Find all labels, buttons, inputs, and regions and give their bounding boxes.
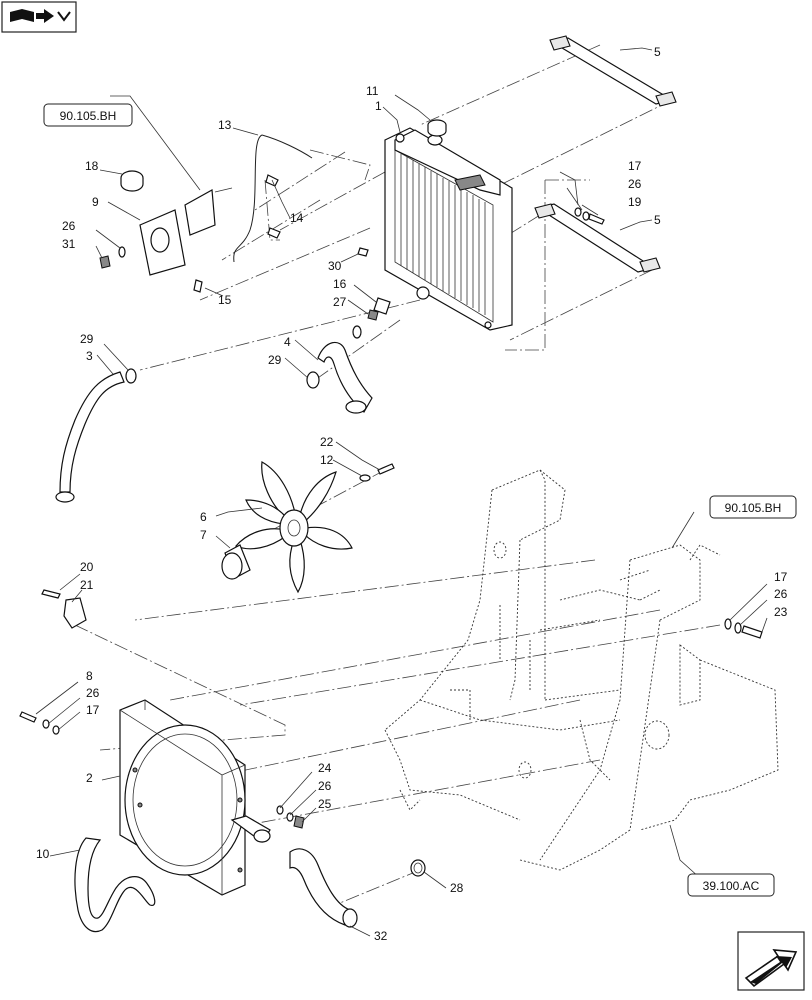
radiator-fins <box>400 154 486 315</box>
callout-26-left: 26 <box>62 219 76 233</box>
svg-text:90.105.BH: 90.105.BH <box>725 501 782 515</box>
callout-3: 3 <box>86 349 93 363</box>
callout-21: 21 <box>80 578 94 592</box>
callout-17-top: 17 <box>628 159 642 173</box>
callout-9: 9 <box>92 195 99 209</box>
callout-13: 13 <box>218 118 232 132</box>
callout-31: 31 <box>62 237 76 251</box>
support-bar-lower <box>534 203 661 273</box>
reference-39-100-ac[interactable]: 39.100.AC <box>687 873 775 897</box>
callout-2: 2 <box>86 771 93 785</box>
radiator <box>384 127 513 331</box>
drain-fittings <box>352 247 391 339</box>
svg-text:90.105.BH: 90.105.BH <box>60 109 117 123</box>
fastener-stack-left <box>19 711 60 735</box>
callout-25: 25 <box>318 797 332 811</box>
callout-10: 10 <box>36 847 50 861</box>
reference-90-105-bh-right[interactable]: 90.105.BH <box>709 495 797 519</box>
cooling-fan <box>235 461 353 594</box>
callout-5-lower: 5 <box>654 213 661 227</box>
callout-15: 15 <box>218 293 232 307</box>
callout-29-left: 29 <box>80 332 94 346</box>
callout-32: 32 <box>374 929 388 943</box>
fan-shroud <box>119 699 246 896</box>
callout-6: 6 <box>200 510 207 524</box>
fastener-stack-right <box>724 618 763 639</box>
callout-16: 16 <box>333 277 347 291</box>
drive-belt <box>74 837 156 933</box>
callout-14: 14 <box>290 211 304 225</box>
overflow-bracket <box>139 187 233 276</box>
callout-7: 7 <box>200 528 207 542</box>
svg-text:39.100.AC: 39.100.AC <box>703 879 760 893</box>
callout-27: 27 <box>333 295 347 309</box>
callout-11: 11 <box>366 84 379 98</box>
callout-1: 1 <box>375 99 382 113</box>
fastener-stack-shroud <box>276 805 305 829</box>
cap-18 <box>120 170 144 192</box>
callout-20: 20 <box>80 560 94 574</box>
hose-32 <box>230 815 358 928</box>
chassis-frame <box>384 469 779 871</box>
callout-26-lower-left: 26 <box>86 686 100 700</box>
callout-29-right: 29 <box>268 353 282 367</box>
callout-17-right: 17 <box>774 570 788 584</box>
book-navigation-icon[interactable] <box>1 1 77 33</box>
fastener-stack-right-top <box>574 207 605 225</box>
reference-90-105-bh-top[interactable]: 90.105.BH <box>43 103 133 127</box>
fan-spacer <box>221 544 251 580</box>
clamp-28 <box>410 859 426 877</box>
callout-24: 24 <box>318 761 332 775</box>
hose-4 <box>306 341 373 414</box>
bolt-22 <box>359 463 395 482</box>
bracket-21 <box>41 589 87 629</box>
callout-12: 12 <box>320 453 334 467</box>
radiator-cap <box>427 119 447 137</box>
callout-5-upper: 5 <box>654 45 661 59</box>
callout-19: 19 <box>628 195 642 209</box>
callout-17-lower-left: 17 <box>86 703 100 717</box>
callout-26-right: 26 <box>774 587 788 601</box>
callout-18: 18 <box>85 159 99 173</box>
callout-30: 30 <box>328 259 342 273</box>
callout-22: 22 <box>320 435 334 449</box>
callout-26-shroud: 26 <box>318 779 332 793</box>
hose-3 <box>55 368 137 503</box>
callout-numbers: 1 11 5 5 17 26 19 18 9 26 31 13 14 15 30… <box>36 45 788 943</box>
callout-8: 8 <box>86 669 93 683</box>
washer-nut-31 <box>99 246 126 269</box>
callout-4: 4 <box>284 335 291 349</box>
callout-28: 28 <box>450 881 464 895</box>
callout-26-top: 26 <box>628 177 642 191</box>
callout-23: 23 <box>774 605 788 619</box>
overflow-hose <box>193 134 313 293</box>
next-page-arrow-icon[interactable] <box>737 931 805 991</box>
support-bar-upper <box>549 35 677 107</box>
callout-leaders <box>35 47 768 937</box>
